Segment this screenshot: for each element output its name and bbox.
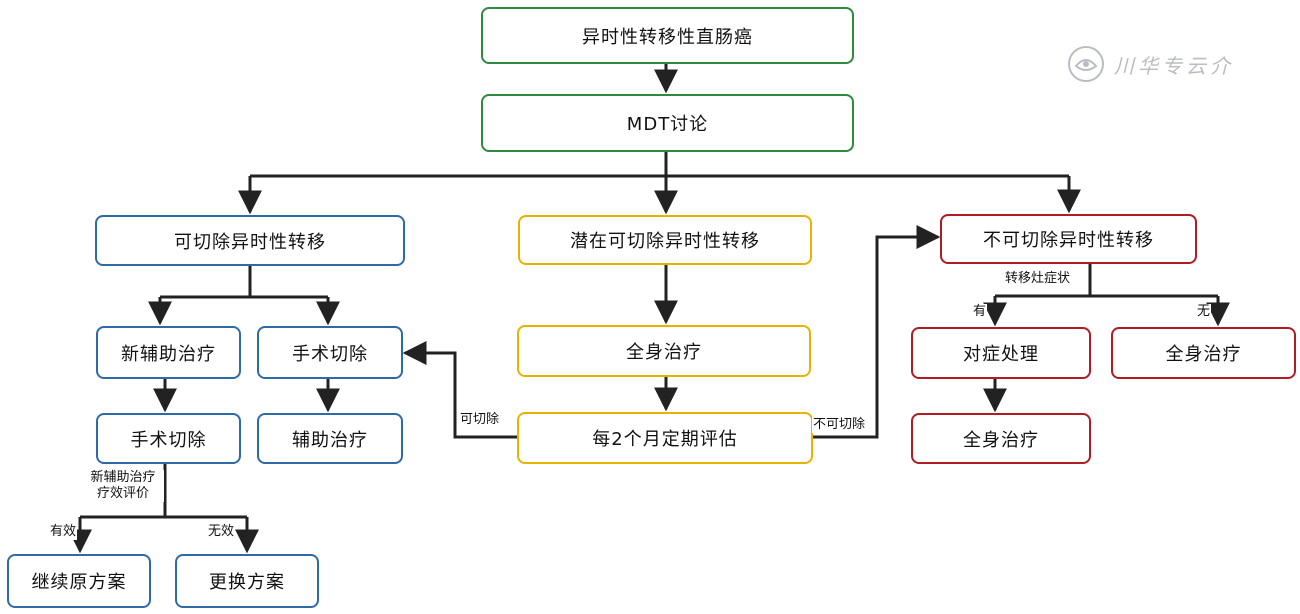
node-continue: 继续原方案 <box>7 554 151 608</box>
circular-emblem-icon <box>1068 46 1104 82</box>
node-root: 异时性转移性直肠癌 <box>481 7 854 64</box>
label-met-symptoms: 转移灶症状 <box>1004 271 1072 287</box>
arrow-eval-to-unresectable <box>813 225 941 439</box>
label-yes: 有 <box>972 304 988 320</box>
label-effective: 有效 <box>49 524 78 540</box>
node-change: 更换方案 <box>175 554 319 608</box>
arrow-eval-to-surgery-b <box>402 341 517 439</box>
node-surgery-a: 手术切除 <box>96 413 241 464</box>
node-resectable: 可切除异时性转移 <box>95 215 405 266</box>
label-neo-eval: 新辅助治疗 疗效评价 <box>82 470 164 502</box>
label-neo-eval-line2: 疗效评价 <box>96 486 149 501</box>
label-no: 无 <box>1196 304 1212 320</box>
watermark-text: 川华专云介 <box>1114 53 1234 78</box>
node-surgery-b: 手术切除 <box>257 326 403 379</box>
node-mdt: MDT讨论 <box>481 94 854 152</box>
node-systemic-r1: 全身治疗 <box>911 413 1091 464</box>
node-systemic-r2: 全身治疗 <box>1111 327 1296 379</box>
label-ineffective: 无效 <box>207 524 236 540</box>
node-potential: 潜在可切除异时性转移 <box>518 215 812 265</box>
node-systemic-mid: 全身治疗 <box>517 325 811 377</box>
node-eval: 每2个月定期评估 <box>517 412 813 464</box>
node-unresectable: 不可切除异时性转移 <box>940 214 1197 264</box>
label-neo-eval-line1: 新辅助治疗 <box>90 470 156 485</box>
watermark: 川华专云介 <box>1066 42 1234 86</box>
node-symptomatic: 对症处理 <box>911 327 1091 379</box>
label-resectable-edge: 可切除 <box>459 412 501 428</box>
label-unresectable-edge: 不可切除 <box>812 417 867 433</box>
node-neoadjuvant: 新辅助治疗 <box>96 326 241 379</box>
node-adjuvant: 辅助治疗 <box>257 413 403 464</box>
